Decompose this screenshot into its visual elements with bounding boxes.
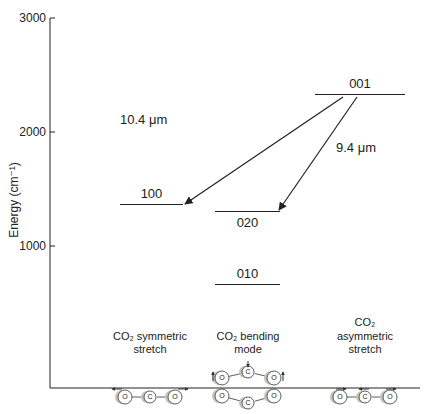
displacement-arrows xyxy=(112,361,396,389)
atom-symbol: O xyxy=(217,392,227,400)
atom-symbol: O xyxy=(385,393,395,401)
mode-label: CO₂ asymmetric stretch xyxy=(325,316,405,356)
atom-symbol: O xyxy=(269,374,279,382)
mode-label: CO₂ symmetric stretch xyxy=(110,330,190,356)
energy-level: 001 xyxy=(315,76,405,95)
energy-level: 010 xyxy=(215,266,280,285)
tick-label: 3000 xyxy=(19,11,46,25)
transition-arrow xyxy=(185,97,343,204)
tick-label: 1000 xyxy=(19,239,46,253)
mode-label: CO₂ bending mode xyxy=(208,330,288,356)
atom-symbol: C xyxy=(243,368,253,376)
level-label: 020 xyxy=(215,215,280,230)
level-label: 100 xyxy=(120,186,183,201)
atom-symbol: O xyxy=(335,393,345,401)
level-label: 010 xyxy=(215,266,280,281)
wavelength-label: 9.4 μm xyxy=(334,140,378,155)
molecule-atoms xyxy=(115,366,397,409)
atom-symbol: O xyxy=(269,392,279,400)
atom-symbol: C xyxy=(145,393,155,401)
axis-title: Energy (cm⁻¹) xyxy=(7,162,21,238)
level-label: 001 xyxy=(315,76,405,91)
atom-symbol: O xyxy=(170,393,180,401)
atom-symbol: O xyxy=(217,374,227,382)
wavelength-label: 10.4 μm xyxy=(118,112,169,127)
atom-symbol: C xyxy=(360,393,370,401)
energy-level: 020 xyxy=(215,211,280,230)
atom-symbol: O xyxy=(120,393,130,401)
atom-symbol: C xyxy=(243,399,253,407)
tick-label: 2000 xyxy=(19,125,46,139)
axis xyxy=(50,18,420,388)
energy-level: 100 xyxy=(120,186,183,205)
